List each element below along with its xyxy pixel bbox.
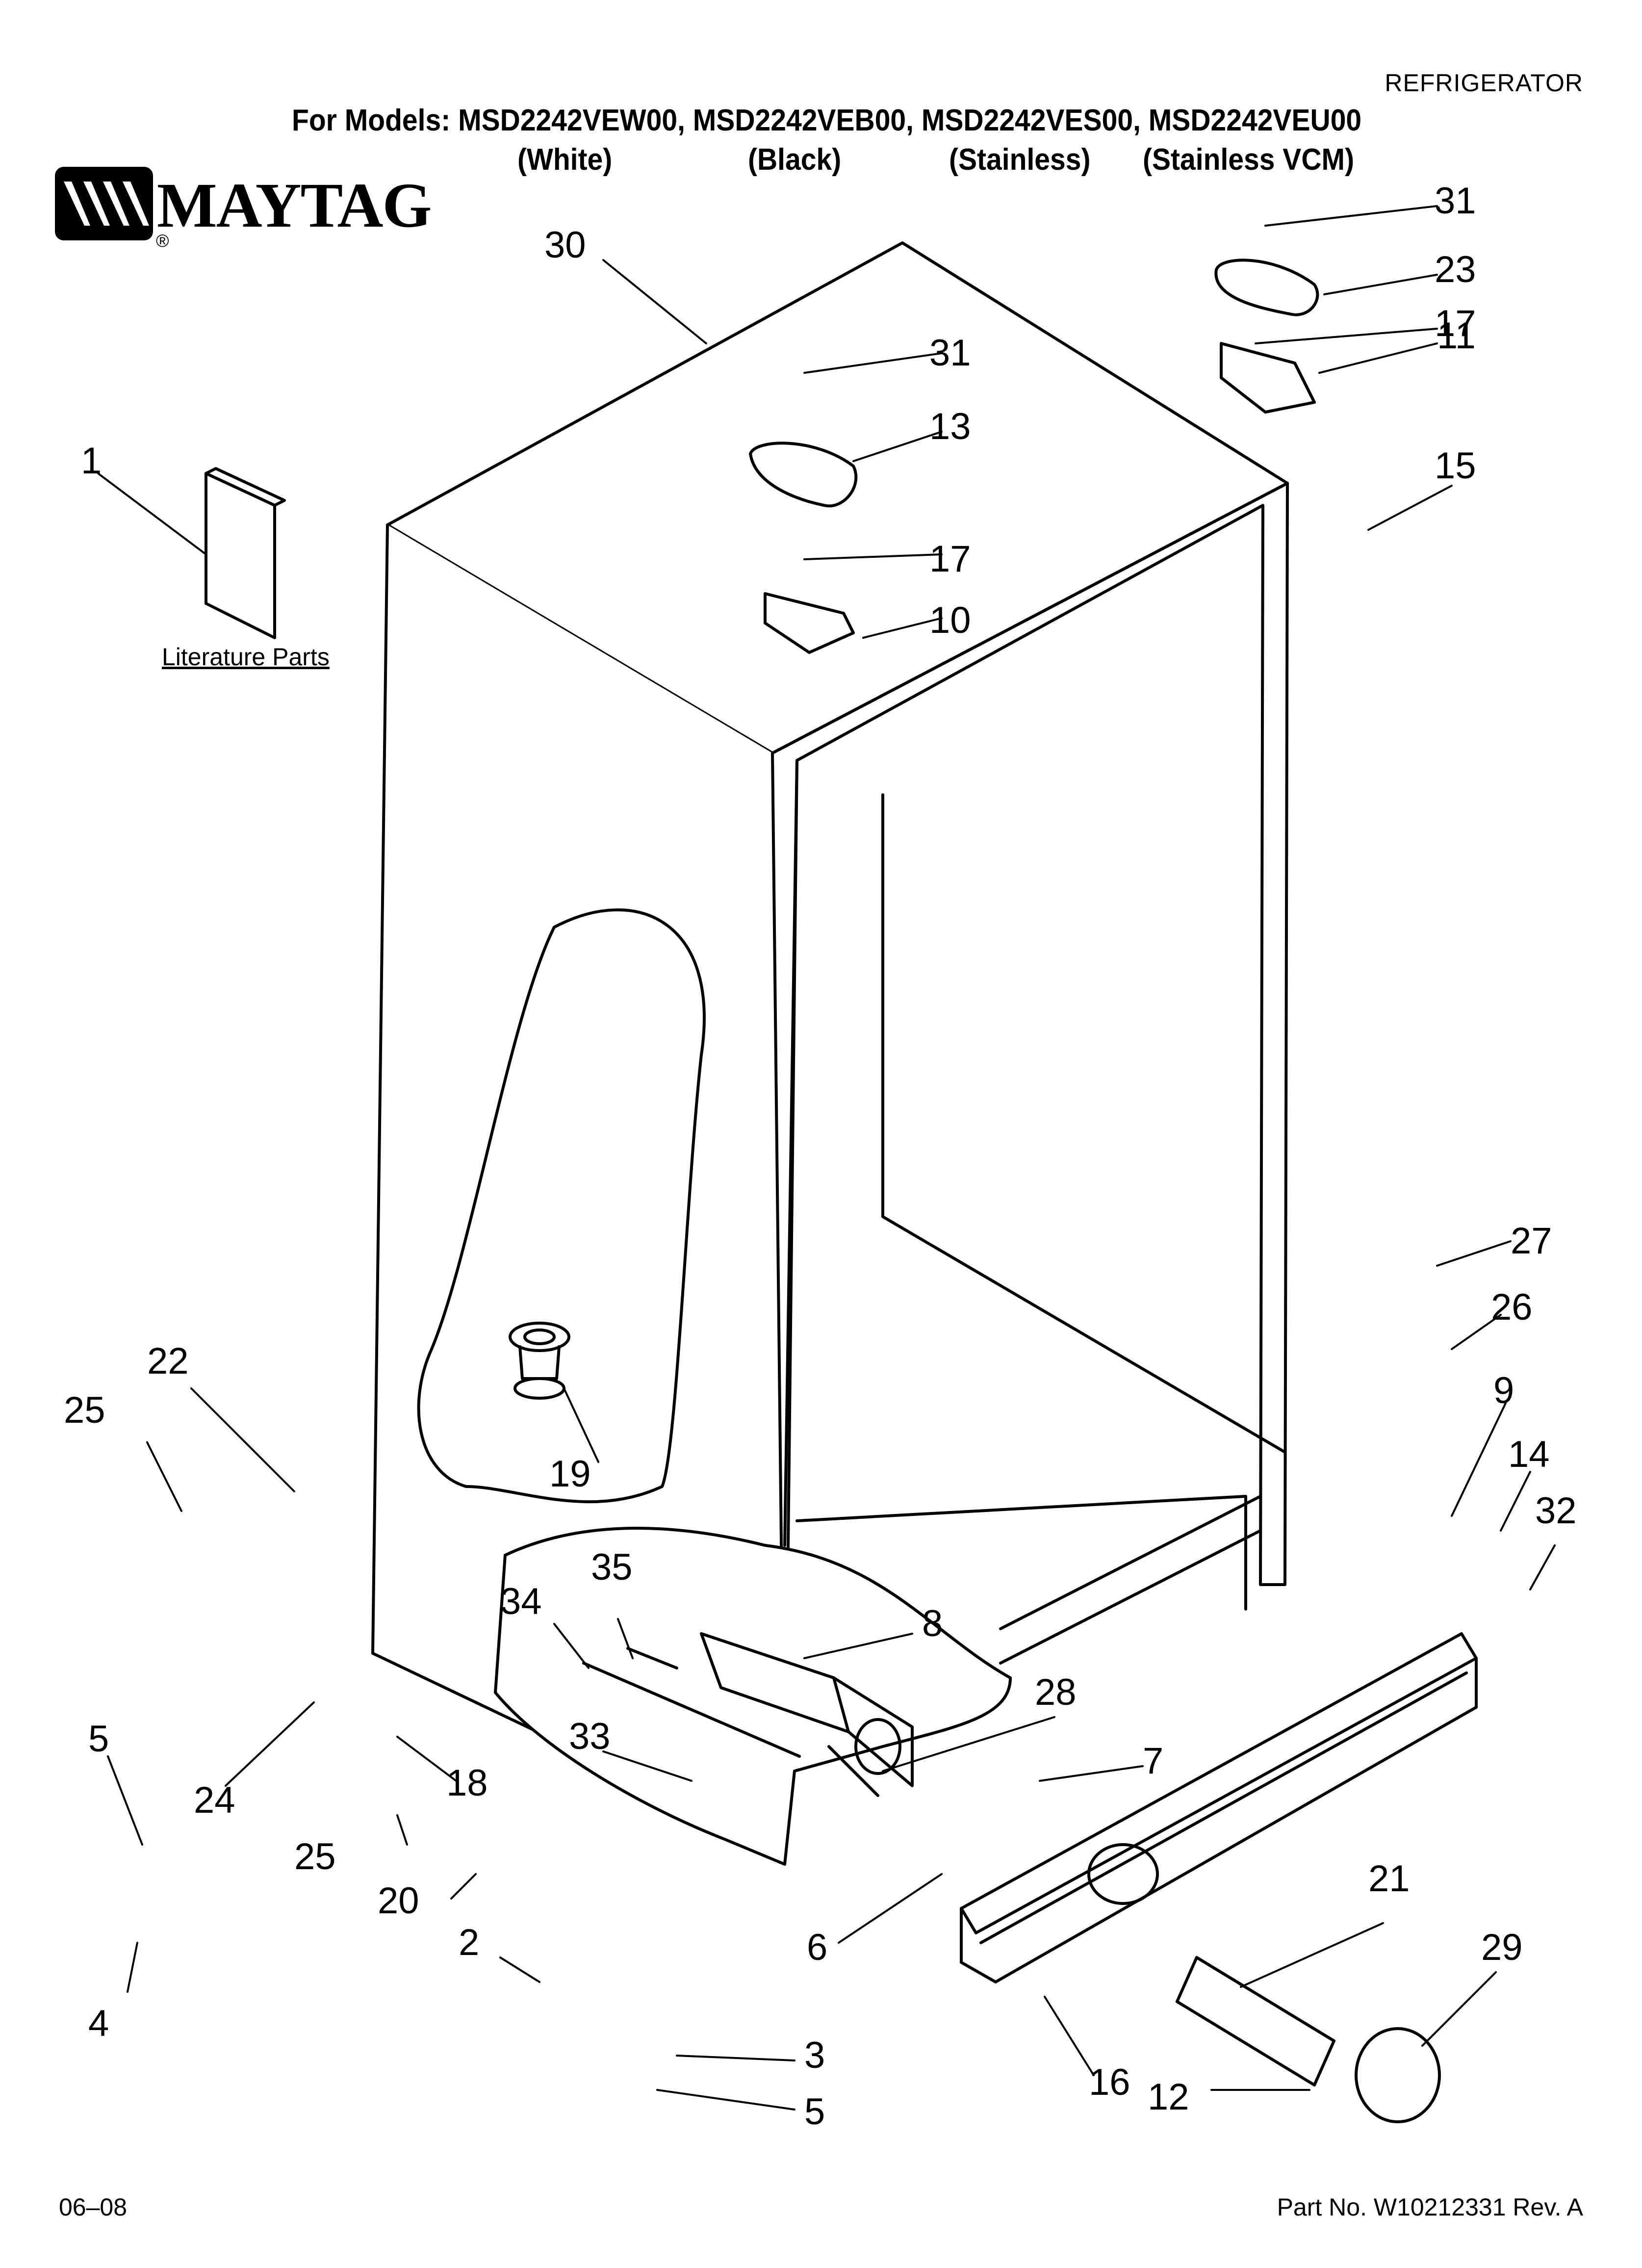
callout-19: 19 (549, 1453, 591, 1495)
top-hinge-left (764, 592, 855, 654)
callout-2: 2 (459, 1922, 479, 1963)
maytag-logo (55, 167, 153, 240)
water-filter-cartridge (1176, 1956, 1335, 2086)
callout-labels: 1 2 3 4 5 5 6 7 8 9 10 11 12 13 14 15 16… (64, 180, 1577, 2133)
callout-1: 1 (81, 440, 102, 482)
callout-8: 8 (922, 1603, 943, 1644)
callout-20: 20 (378, 1880, 419, 1922)
callout-25-upper: 25 (64, 1389, 105, 1431)
callout-5-lower: 5 (804, 2091, 825, 2133)
callout-26: 26 (1491, 1286, 1533, 1328)
filter-housing (700, 1632, 914, 1797)
variant-black: (Black) (748, 143, 842, 177)
leader-lines (97, 205, 1556, 2111)
callout-25-lower: 25 (294, 1836, 336, 1877)
callout-12: 12 (1148, 2076, 1189, 2118)
filter-cap (1355, 2027, 1441, 2123)
callout-23: 23 (1435, 249, 1476, 290)
callout-17-left: 17 (929, 538, 971, 580)
drain-trap (509, 1322, 570, 1400)
callout-33: 33 (569, 1716, 611, 1757)
literature-booklet (205, 467, 286, 639)
part-number: Part No. W10212331 Rev. A (1277, 2193, 1583, 2221)
filter-tube-short (626, 1647, 678, 1669)
variant-stainless: (Stainless) (949, 143, 1091, 177)
filter-tube-long (582, 1662, 801, 1758)
callout-21: 21 (1368, 1858, 1410, 1900)
callout-6: 6 (807, 1927, 827, 1968)
brand-name: MAYTAG (157, 170, 432, 241)
callout-18: 18 (446, 1762, 488, 1804)
callout-13: 13 (929, 406, 971, 447)
variant-white: (White) (517, 143, 613, 177)
diagram-category: REFRIGERATOR (1385, 69, 1583, 97)
callout-15: 15 (1435, 445, 1476, 487)
callout-10: 10 (929, 600, 971, 641)
callout-34: 34 (500, 1581, 542, 1622)
callout-14: 14 (1508, 1434, 1550, 1475)
callout-28: 28 (1035, 1671, 1077, 1713)
callout-30: 30 (544, 224, 586, 266)
literature-parts-label: Literature Parts (162, 643, 330, 671)
callout-11: 11 (1437, 315, 1476, 357)
callout-9: 9 (1493, 1370, 1514, 1411)
callout-22: 22 (147, 1340, 189, 1382)
callout-4: 4 (88, 2003, 109, 2044)
top-hinge-cover-left (749, 442, 858, 508)
top-hinge-cover-right (1214, 259, 1319, 316)
models-line: For Models: MSD2242VEW00, MSD2242VEB00, … (292, 104, 1362, 137)
water-filter-cutout (494, 1527, 1012, 1866)
callout-35: 35 (591, 1546, 633, 1588)
callout-5-upper: 5 (88, 1718, 109, 1760)
variant-stainless-vcm: (Stainless VCM) (1143, 143, 1355, 177)
base-grille (960, 1632, 1478, 1983)
top-hinge-right (1220, 342, 1316, 414)
callout-32: 32 (1535, 1490, 1577, 1532)
drain-cutout (417, 908, 706, 1504)
revision-date: 06–08 (59, 2193, 128, 2221)
callout-31-left: 31 (929, 332, 971, 374)
callout-29: 29 (1481, 1927, 1523, 1968)
callout-16: 16 (1089, 2061, 1130, 2103)
callout-31-right: 31 (1435, 180, 1476, 222)
callout-17-right: 17 (1435, 303, 1476, 344)
registered-mark: ® (156, 231, 169, 251)
callout-27: 27 (1511, 1220, 1552, 1262)
callout-24: 24 (194, 1779, 235, 1821)
callout-3: 3 (804, 2034, 825, 2076)
callout-7: 7 (1143, 1740, 1163, 1782)
